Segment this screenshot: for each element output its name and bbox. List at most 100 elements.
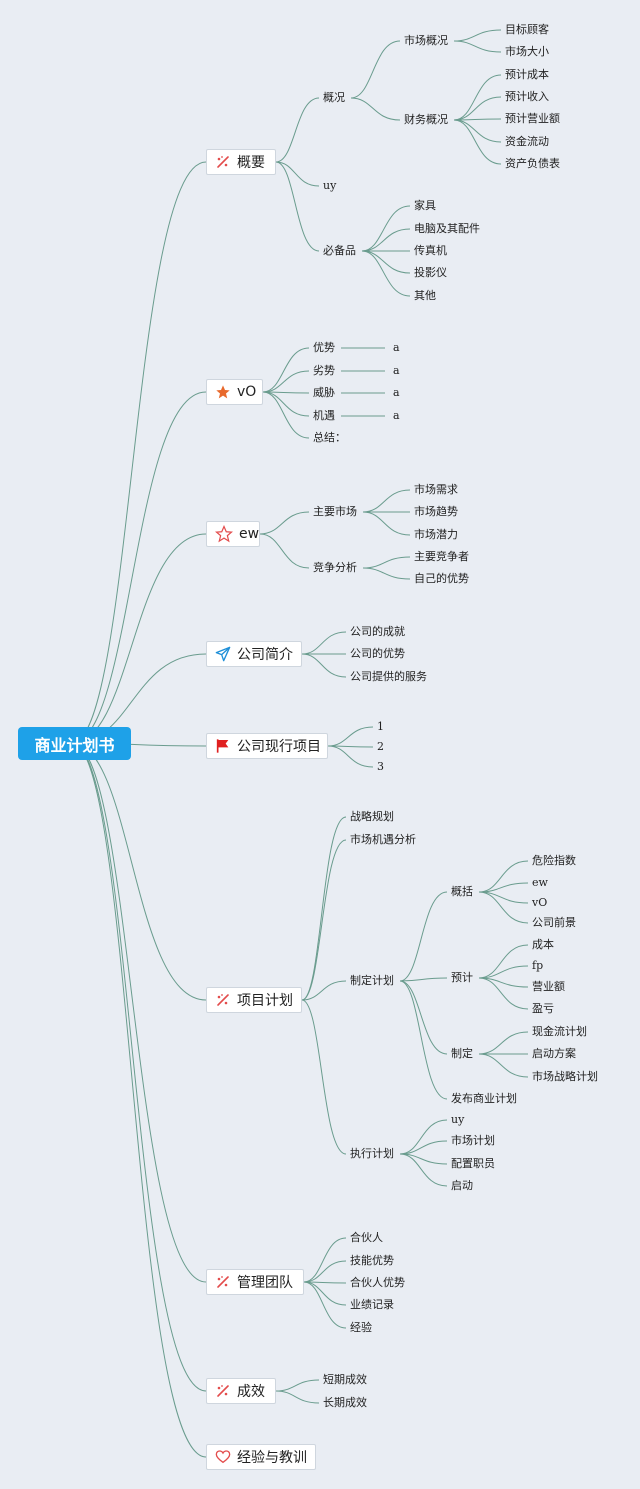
subtopic[interactable]: 经验 — [350, 1321, 372, 1334]
subtopic[interactable]: 1 — [377, 720, 384, 733]
branch-topic[interactable]: 公司现行项目 — [206, 733, 328, 759]
subtopic-item[interactable]: a — [393, 364, 400, 377]
subtopic[interactable]: 竞争分析 — [313, 561, 357, 574]
child-line — [399, 980, 448, 1055]
branch-topic[interactable]: vO — [206, 379, 263, 405]
subtopic[interactable]: 合伙人优势 — [350, 1276, 405, 1289]
child-line — [362, 556, 411, 569]
leaf-item[interactable]: 市场战略计划 — [532, 1070, 598, 1083]
leaf-item[interactable]: 成本 — [532, 938, 554, 951]
subtopic[interactable]: 优势 — [313, 341, 335, 354]
subtopic[interactable]: 制定计划 — [350, 974, 394, 987]
root-topic[interactable]: 商业计划书 — [18, 727, 131, 760]
subtopic[interactable]: 公司提供的服务 — [350, 670, 427, 683]
subtopic-item[interactable]: a — [393, 386, 400, 399]
leaf-line — [478, 882, 529, 893]
branch-topic[interactable]: 经验与教训 — [206, 1444, 316, 1470]
subtopic-item[interactable]: 制定 — [451, 1047, 473, 1060]
subtopic[interactable]: 机遇 — [313, 409, 335, 422]
subtopic[interactable]: 2 — [377, 740, 384, 753]
subtopic-item[interactable]: a — [393, 409, 400, 422]
sparkle-icon — [215, 1273, 231, 1291]
leaf-item[interactable]: 预计收入 — [505, 90, 549, 103]
leaf-item[interactable]: 预计营业额 — [505, 112, 560, 125]
subtopic-item[interactable]: 电脑及其配件 — [414, 222, 480, 235]
subtopic-item[interactable]: 市场需求 — [414, 483, 458, 496]
leaf-item[interactable]: fp — [532, 959, 544, 972]
subtopic-item[interactable]: 市场计划 — [451, 1134, 495, 1147]
leaf-item[interactable]: ew — [532, 876, 548, 889]
subtopic[interactable]: 技能优势 — [350, 1254, 394, 1267]
branch-topic[interactable]: 概要 — [206, 149, 276, 175]
subtopic[interactable]: 主要市场 — [313, 505, 357, 518]
subtopic[interactable]: 劣势 — [313, 364, 335, 377]
subtopic-item[interactable]: 发布商业计划 — [451, 1092, 517, 1105]
subtopic-item[interactable]: 其他 — [414, 289, 436, 302]
root-branch-line — [71, 742, 207, 1458]
child-line — [399, 1153, 448, 1187]
subtopic-item[interactable]: 投影仪 — [414, 266, 447, 279]
branch-child-line — [301, 999, 347, 1155]
branch-child-line — [259, 533, 310, 569]
subtopic[interactable]: 短期成效 — [323, 1373, 367, 1386]
leaf-item[interactable]: 资产负债表 — [505, 157, 560, 170]
subtopic-item[interactable]: 配置职员 — [451, 1157, 495, 1170]
subtopic[interactable]: 威胁 — [313, 386, 335, 399]
leaf-line — [453, 119, 502, 143]
branch-label: 公司简介 — [237, 647, 293, 663]
branch-child-line — [303, 1281, 347, 1329]
branch-topic[interactable]: 公司简介 — [206, 641, 302, 667]
branch-child-line — [327, 745, 374, 768]
leaf-item[interactable]: 公司前景 — [532, 916, 576, 929]
subtopic[interactable]: 执行计划 — [350, 1147, 394, 1160]
leaf-item[interactable]: 盈亏 — [532, 1002, 554, 1015]
subtopic-item[interactable]: 市场潜力 — [414, 528, 458, 541]
subtopic[interactable]: 战略规划 — [350, 810, 394, 823]
subtopic[interactable]: 公司的成就 — [350, 625, 405, 638]
subtopic-item[interactable]: 预计 — [451, 971, 473, 984]
subtopic[interactable]: 合伙人 — [350, 1231, 383, 1244]
subtopic-item[interactable]: 市场概况 — [404, 34, 448, 47]
child-line — [361, 250, 411, 274]
subtopic-item[interactable]: 概括 — [451, 885, 473, 898]
branch-topic[interactable]: ew — [206, 521, 260, 547]
subtopic-item[interactable]: 市场趋势 — [414, 505, 458, 518]
subtopic[interactable]: 业绩记录 — [350, 1298, 394, 1311]
subtopic[interactable]: uy — [323, 179, 337, 192]
subtopic-item[interactable]: 财务概况 — [404, 113, 448, 126]
subtopic-item[interactable]: uy — [451, 1113, 465, 1126]
leaf-line — [478, 977, 529, 1010]
subtopic[interactable]: 概况 — [323, 91, 345, 104]
subtopic-item[interactable]: 家具 — [414, 199, 436, 212]
branch-child-line — [262, 347, 310, 393]
branch-topic[interactable]: 管理团队 — [206, 1269, 304, 1295]
leaf-item[interactable]: 现金流计划 — [532, 1025, 587, 1038]
leaf-item[interactable]: 资金流动 — [505, 135, 549, 148]
child-line — [399, 980, 448, 1100]
subtopic[interactable]: 长期成效 — [323, 1396, 367, 1409]
branch-topic[interactable]: 成效 — [206, 1378, 276, 1404]
leaf-item[interactable]: 目标顾客 — [505, 23, 549, 36]
subtopic[interactable]: 市场机遇分析 — [350, 833, 416, 846]
subtopic-item[interactable]: 传真机 — [414, 244, 447, 257]
branch-topic[interactable]: 项目计划 — [206, 987, 302, 1013]
subtopic[interactable]: 公司的优势 — [350, 647, 405, 660]
subtopic[interactable]: 3 — [377, 760, 384, 773]
leaf-item[interactable]: 营业额 — [532, 980, 565, 993]
leaf-item[interactable]: 启动方案 — [532, 1047, 576, 1060]
subtopic-item[interactable]: 主要竞争者 — [414, 550, 469, 563]
leaf-item[interactable]: 预计成本 — [505, 68, 549, 81]
subtopic[interactable]: 必备品 — [323, 244, 356, 257]
subtopic-item[interactable]: 自己的优势 — [414, 572, 469, 585]
branch-label: ew — [239, 526, 260, 542]
root-branch-line — [71, 161, 207, 744]
leaf-item[interactable]: vO — [532, 896, 548, 909]
branch-child-line — [259, 511, 310, 535]
leaf-item[interactable]: 危险指数 — [532, 854, 576, 867]
subtopic[interactable]: 总结： — [313, 431, 346, 444]
leaf-item[interactable]: 市场大小 — [505, 45, 549, 58]
subtopic-item[interactable]: a — [393, 341, 400, 354]
subtopic-item[interactable]: 启动 — [451, 1179, 473, 1192]
branch-child-line — [301, 839, 347, 1001]
